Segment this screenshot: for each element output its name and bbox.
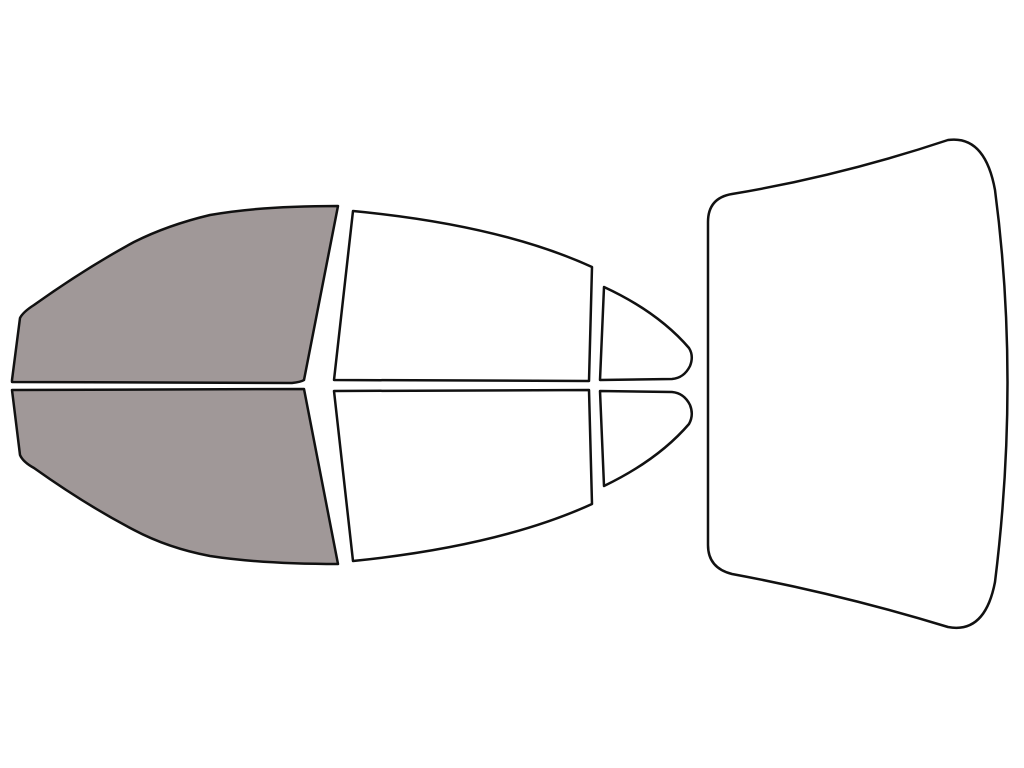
window-rear-windshield	[706, 138, 1009, 630]
window-front-right	[10, 387, 340, 566]
window-quarter-right	[598, 389, 693, 488]
window-rear-left	[332, 209, 594, 383]
window-front-left	[10, 204, 340, 385]
window-quarter-left	[598, 285, 693, 382]
window-rear-right	[332, 388, 594, 563]
